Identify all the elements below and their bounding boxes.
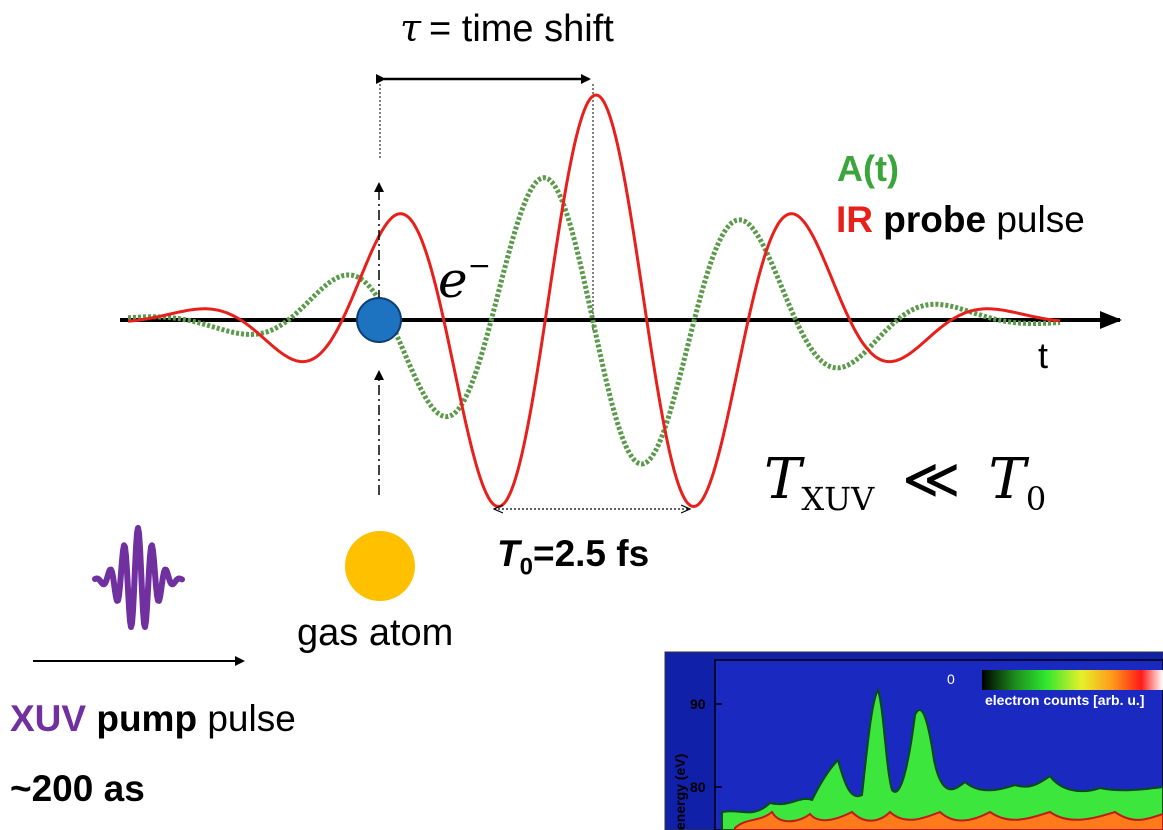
period-symbol: T bbox=[497, 533, 520, 574]
electron-dot bbox=[356, 297, 402, 343]
xuv-duration-label: ~200 as bbox=[10, 768, 145, 809]
vector-potential-label: A(t) bbox=[837, 148, 899, 189]
ir-probe-pulse-label: IR probe pulse bbox=[836, 198, 1085, 242]
pump-word: pump bbox=[96, 698, 198, 739]
xuv-pump-pulse-label: XUV pump pulse bbox=[10, 697, 296, 741]
spectrogram-hotspots bbox=[734, 810, 1163, 830]
spectrogram-signal bbox=[721, 687, 1163, 830]
period-subscript: 0 bbox=[519, 553, 533, 581]
electron-symbol: e bbox=[438, 251, 468, 309]
colorbar bbox=[982, 670, 1163, 690]
electron-label: e− bbox=[438, 238, 491, 308]
xuv-pulse-word: pulse bbox=[207, 698, 296, 739]
probe-word: probe bbox=[883, 199, 987, 240]
xuv-pulse-icon bbox=[92, 525, 185, 630]
spectrogram-inset bbox=[664, 651, 1163, 830]
pulse-word: pulse bbox=[996, 199, 1085, 240]
ir-word: IR bbox=[836, 199, 873, 240]
time-axis-label: t bbox=[1038, 335, 1049, 376]
gas-atom-label: gas atom bbox=[297, 612, 454, 654]
xuv-word: XUV bbox=[10, 698, 87, 739]
duration-inequality: TXUV ≪ T0 bbox=[764, 448, 1046, 531]
t-xuv-subscript: XUV bbox=[801, 480, 875, 519]
t0-subscript: 0 bbox=[1025, 480, 1047, 519]
colorbar-label: electron counts [arb. u.] bbox=[985, 692, 1145, 708]
vector-potential-curve bbox=[127, 175, 1061, 467]
time-shift-text: = time shift bbox=[429, 8, 614, 50]
y-tick-label-90: 90 bbox=[690, 696, 706, 712]
t0-symbol: T bbox=[988, 447, 1026, 512]
gas-atom-dot bbox=[345, 531, 415, 601]
t-xuv-symbol: T bbox=[764, 447, 802, 512]
ir-probe-pulse-curve bbox=[127, 93, 1061, 509]
tau-symbol: τ bbox=[400, 6, 422, 50]
y-tick-label-80: 80 bbox=[690, 779, 706, 795]
period-value: =2.5 fs bbox=[532, 533, 650, 574]
much-less-symbol: ≪ bbox=[902, 447, 961, 512]
time-shift-label: τ = time shift bbox=[400, 6, 614, 56]
electron-charge: − bbox=[467, 249, 492, 282]
period-label: T0=2.5 fs bbox=[497, 532, 649, 589]
colorbar-zero-label: 0 bbox=[947, 671, 955, 687]
y-axis-label: energy (eV) bbox=[672, 753, 688, 830]
